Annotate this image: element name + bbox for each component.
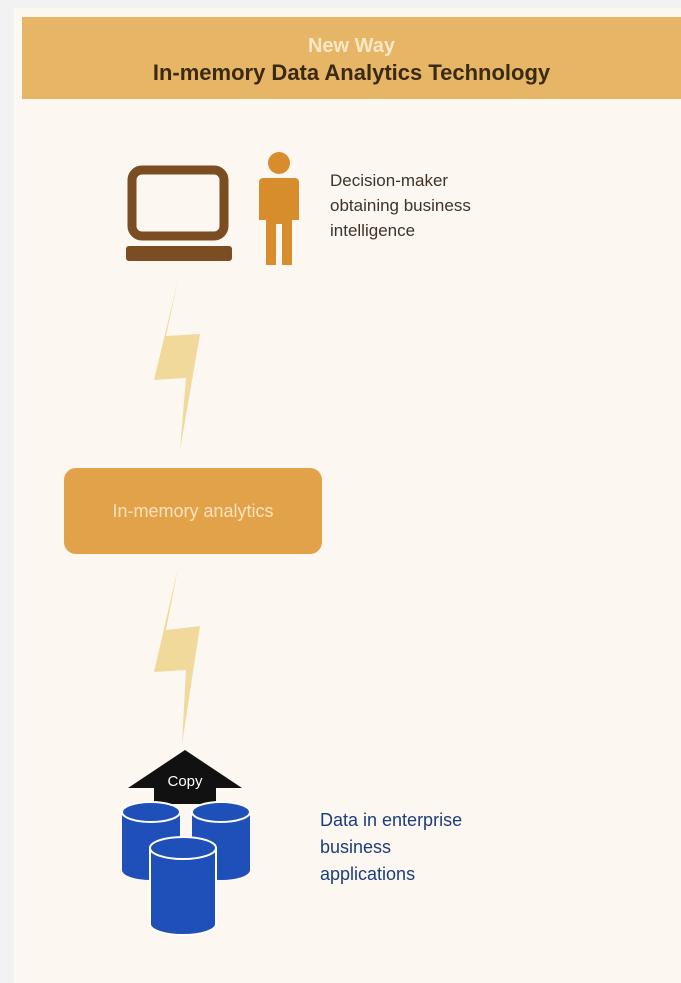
header-banner: New Way In-memory Data Analytics Technol… bbox=[22, 17, 681, 99]
upload-arrow-icon: Copy bbox=[128, 750, 242, 804]
person-icon bbox=[259, 152, 299, 265]
copy-label: Copy bbox=[167, 773, 203, 790]
header-subtitle: New Way bbox=[307, 35, 396, 57]
header-title: In-memory Data Analytics Technology bbox=[152, 60, 551, 85]
decision-maker-label: Decision-maker obtaining business intell… bbox=[330, 171, 471, 240]
in-memory-analytics-box: In-memory analytics bbox=[64, 468, 322, 554]
data-source-label: Data in enterprise business applications bbox=[320, 810, 463, 884]
lightning-icon bbox=[154, 280, 200, 450]
lightning-icon bbox=[154, 568, 200, 744]
database-icon bbox=[121, 801, 251, 936]
computer-icon bbox=[126, 165, 232, 261]
